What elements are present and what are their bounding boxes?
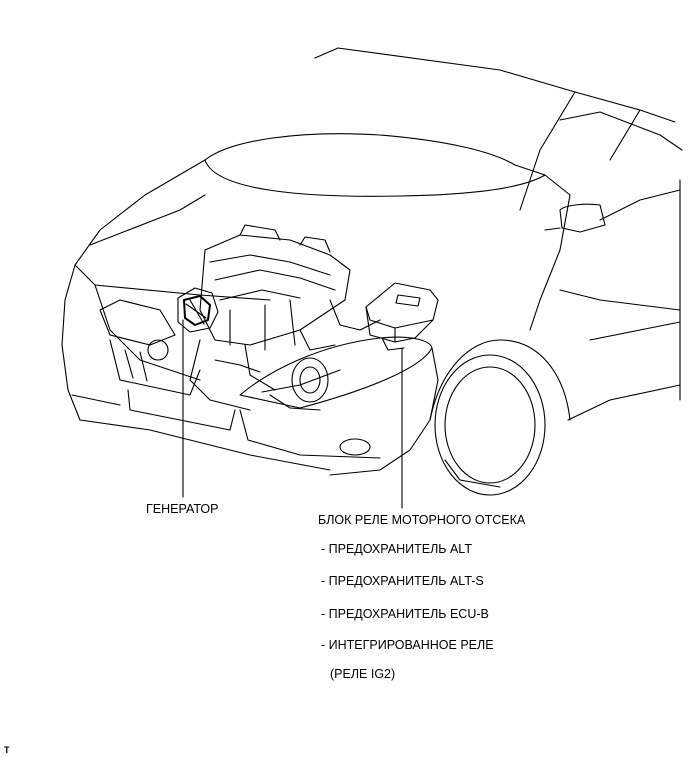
corner-mark: T [4,745,10,755]
engine [189,224,381,411]
generator-label: ГЕНЕРАТОР [146,502,219,516]
relay-block-label: БЛОК РЕЛЕ МОТОРНОГО ОТСЕКА [318,513,526,527]
fuse-ecu-b-label: - ПРЕДОХРАНИТЕЛЬ ECU-B [321,607,489,621]
generator-component [177,287,219,333]
car-body [61,47,683,496]
fuse-alt-label: - ПРЕДОХРАНИТЕЛЬ ALT [321,542,472,556]
fuse-alt-s-label: - ПРЕДОХРАНИТЕЛЬ ALT-S [321,574,484,588]
engine-room-relay-block-component [365,282,439,351]
ig2-relay-label: (РЕЛЕ IG2) [330,667,396,681]
integrated-relay-label: - ИНТЕГРИРОВАННОЕ РЕЛЕ [321,638,494,652]
